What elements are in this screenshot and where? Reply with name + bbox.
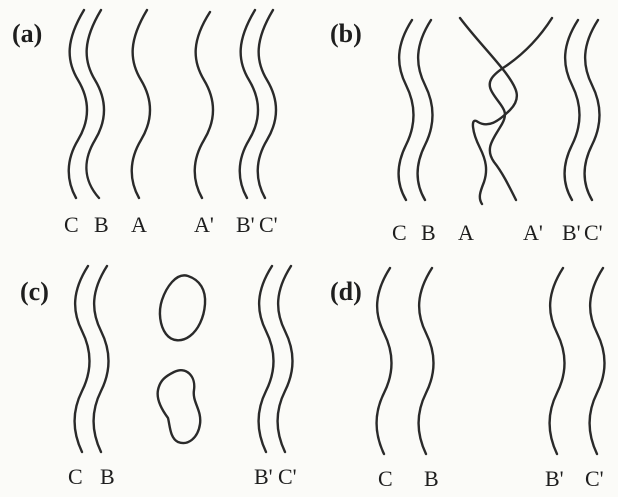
strand-b-B-prime xyxy=(565,20,580,200)
strand-c-C-prime xyxy=(278,266,293,452)
strand-a-C-prime xyxy=(258,10,276,198)
panel-d: (d) C B B' C' xyxy=(330,268,605,491)
strand-a-B xyxy=(86,10,104,198)
label-d-B-prime: B' xyxy=(545,466,564,491)
label-a-B: B xyxy=(94,212,109,237)
label-b-B-prime: B' xyxy=(562,220,581,245)
label-b-A-prime: A' xyxy=(523,220,543,245)
strand-a-C xyxy=(69,10,87,198)
label-a-C: C xyxy=(64,212,79,237)
panel-d-label: (d) xyxy=(330,277,362,306)
label-a-C-prime: C' xyxy=(259,212,278,237)
strand-b-A xyxy=(460,18,517,204)
label-c-B-prime: B' xyxy=(254,464,273,489)
label-b-C-prime: C' xyxy=(584,220,603,245)
loop-c-lower xyxy=(158,370,201,443)
label-b-A: A xyxy=(458,220,474,245)
label-c-B: B xyxy=(100,464,115,489)
label-d-C: C xyxy=(378,466,393,491)
strand-a-A xyxy=(132,10,150,198)
strand-b-C-prime xyxy=(585,20,600,200)
label-d-C-prime: C' xyxy=(585,466,604,491)
label-c-C: C xyxy=(68,464,83,489)
panel-a-label: (a) xyxy=(12,19,42,48)
label-b-B: B xyxy=(421,220,436,245)
loop-c-upper xyxy=(160,275,205,340)
strand-d-C xyxy=(377,268,392,454)
strand-b-C xyxy=(399,20,414,200)
label-c-C-prime: C' xyxy=(278,464,297,489)
strand-c-C xyxy=(75,266,90,452)
strand-d-B xyxy=(419,268,434,454)
panel-c: (c) C B B' C' xyxy=(20,266,297,489)
strand-a-B-prime xyxy=(240,10,258,198)
strand-b-A-prime xyxy=(490,18,552,200)
panel-c-label: (c) xyxy=(20,277,49,306)
label-a-B-prime: B' xyxy=(236,212,255,237)
label-d-B: B xyxy=(424,466,439,491)
panel-b: (b) C B A A' B' C' xyxy=(330,18,603,245)
strand-d-C-prime xyxy=(590,268,605,454)
label-b-C: C xyxy=(392,220,407,245)
strand-c-B xyxy=(94,266,109,452)
label-a-A-prime: A' xyxy=(194,212,214,237)
panel-b-label: (b) xyxy=(330,19,362,48)
strand-c-B-prime xyxy=(259,266,274,452)
strand-b-B xyxy=(418,20,433,200)
panel-a: (a) C B A A' B' C' xyxy=(12,10,278,237)
strand-d-B-prime xyxy=(550,268,565,454)
label-a-A: A xyxy=(131,212,147,237)
strand-a-A-prime xyxy=(195,12,213,198)
